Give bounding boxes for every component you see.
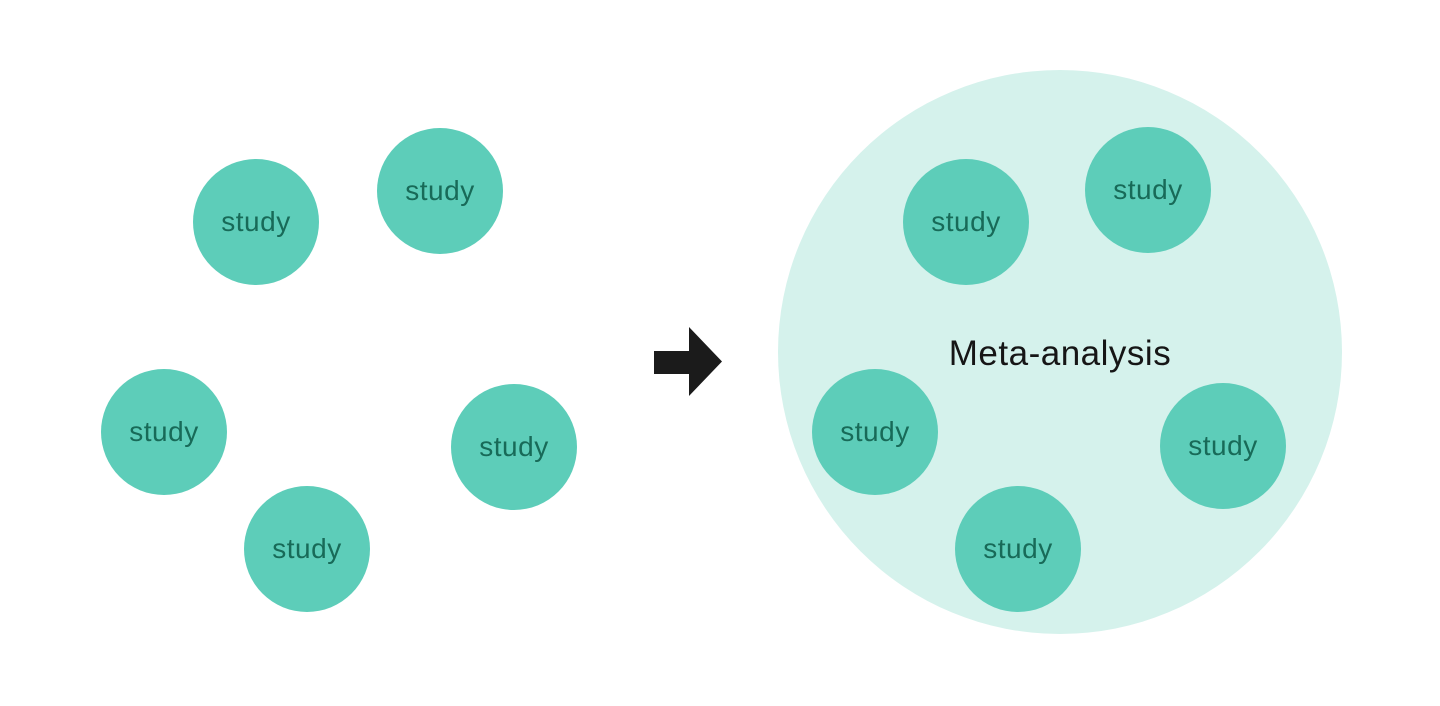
meta-analysis-circle: Meta-analysis study study study study st… xyxy=(778,70,1342,634)
study-circle: study xyxy=(451,384,577,510)
study-label: study xyxy=(479,431,549,462)
study-label: study xyxy=(129,416,199,447)
study-label: study xyxy=(272,533,342,564)
study-label: study xyxy=(221,206,291,237)
study-circle: study xyxy=(1160,383,1286,509)
study-circle: study xyxy=(812,369,938,495)
study-circle: study xyxy=(193,159,319,285)
study-circle: study xyxy=(244,486,370,612)
study-label: study xyxy=(983,533,1053,564)
study-circle: study xyxy=(377,128,503,254)
study-label: study xyxy=(931,206,1001,237)
right-arrow-icon xyxy=(654,327,722,396)
study-circle: study xyxy=(1085,127,1211,253)
study-label: study xyxy=(1113,174,1183,205)
study-label: study xyxy=(1188,430,1258,461)
study-circle: study xyxy=(101,369,227,495)
study-label: study xyxy=(840,416,910,447)
study-circle: study xyxy=(903,159,1029,285)
study-circle: study xyxy=(955,486,1081,612)
meta-analysis-label: Meta-analysis xyxy=(948,334,1172,373)
study-label: study xyxy=(405,175,475,206)
